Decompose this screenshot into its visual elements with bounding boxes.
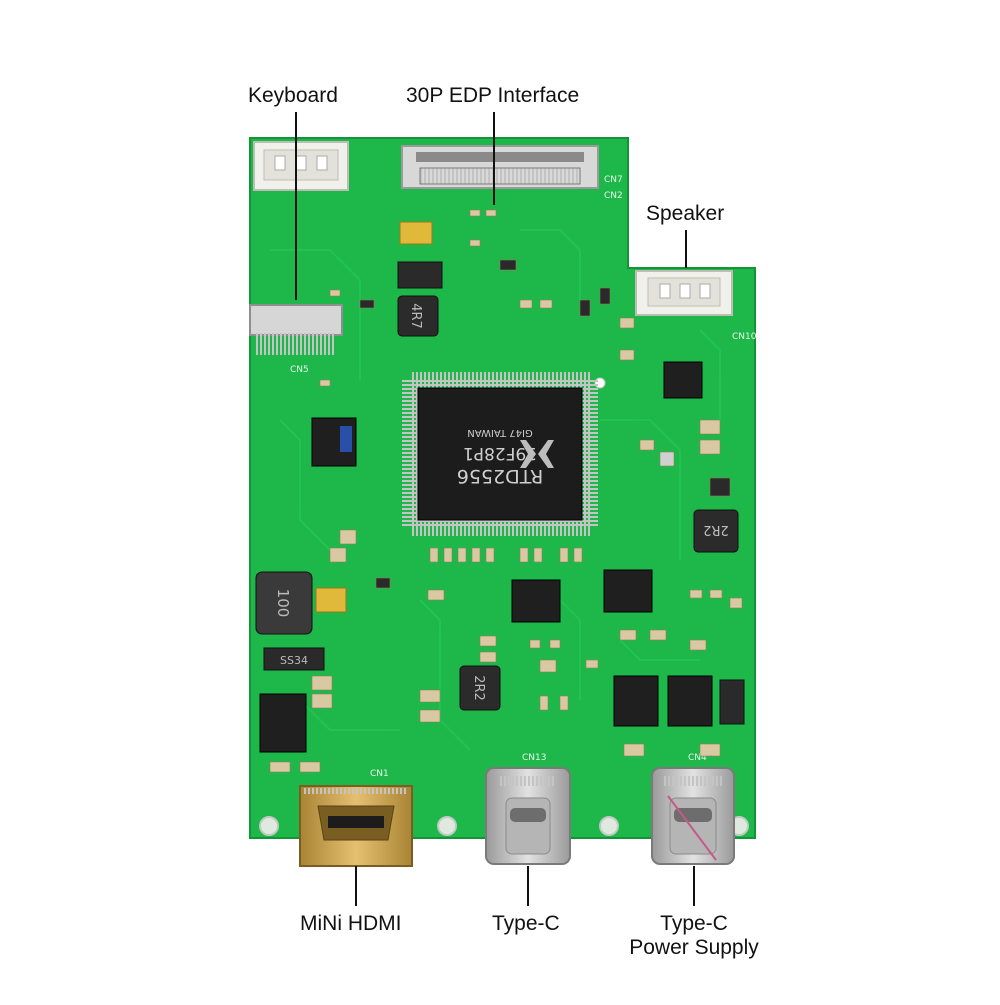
ic-right xyxy=(603,569,653,613)
inductor-4r7-marking: 4R7 xyxy=(408,303,423,329)
inductor-4r7: 4R7 xyxy=(397,295,439,337)
cn1-marking: CN1 xyxy=(370,769,389,779)
cn7-marking: CN7 xyxy=(604,175,623,185)
keyboard-connector xyxy=(253,141,349,191)
tantalum-capacitor-left xyxy=(315,587,347,613)
usb-c-power-port xyxy=(651,767,735,865)
cn13-marking: CN13 xyxy=(522,753,546,763)
usb-c-port xyxy=(485,767,571,865)
diode-d2 xyxy=(719,679,745,725)
ic-u14 xyxy=(663,361,703,399)
fpc-connector-cn5: CN5 xyxy=(249,304,343,375)
chip-marking-line3: GI47 TAIWAN xyxy=(467,427,532,438)
leader-lines xyxy=(295,112,695,906)
type-c-power-label-line2: Power Supply xyxy=(629,936,759,960)
diode-top xyxy=(397,261,443,289)
inductor-2r2-right-marking: 2R2 xyxy=(703,522,729,537)
inductor-100: 100 xyxy=(255,571,313,635)
ic-power-2 xyxy=(667,675,713,727)
inductor-2r2-right: 2R2 xyxy=(693,509,739,553)
chip-marking-line1: RTD2556 xyxy=(457,465,543,487)
keyboard-label: Keyboard xyxy=(248,84,338,107)
inductor-100-marking: 100 xyxy=(274,589,292,618)
diode-ss34-marking: SS34 xyxy=(280,654,308,667)
edp-interface-label: 30P EDP Interface xyxy=(406,84,580,107)
capacitor-blue xyxy=(340,426,352,452)
smd-components xyxy=(269,209,743,773)
inductor-2r2-mid-marking: 2R2 xyxy=(471,675,486,701)
pcb-traces xyxy=(270,229,721,751)
ic-u9 xyxy=(259,693,307,753)
mini-hdmi-label: MiNi HDMI xyxy=(300,912,402,935)
tantalum-capacitor-top xyxy=(399,221,433,245)
inductor-2r2-mid: 2R2 xyxy=(459,665,501,711)
main-chip: RTD2556 19F28P1 GI47 TAIWAN xyxy=(402,372,598,536)
chip-marking-line2: 19F28P1 xyxy=(463,443,537,463)
type-c-power-label-line1: Type-C xyxy=(660,912,728,935)
diode-ss34: SS34 xyxy=(263,647,325,671)
cn5-marking: CN5 xyxy=(290,365,309,375)
type-c-power-supply-label: Type-C Power Supply xyxy=(629,912,759,960)
cn10-marking: CN10 xyxy=(732,332,757,342)
cn2-marking: CN2 xyxy=(604,191,623,201)
type-c-label: Type-C xyxy=(492,912,560,935)
ic-power-1 xyxy=(613,675,659,727)
mini-hdmi-port xyxy=(299,785,413,867)
chip-logo-icon xyxy=(520,440,554,468)
speaker-connector xyxy=(635,270,733,316)
edp-connector xyxy=(401,145,599,189)
ic-qfn-middle xyxy=(511,579,561,623)
speaker-label: Speaker xyxy=(646,202,725,225)
cn4-marking: CN4 xyxy=(688,753,707,763)
